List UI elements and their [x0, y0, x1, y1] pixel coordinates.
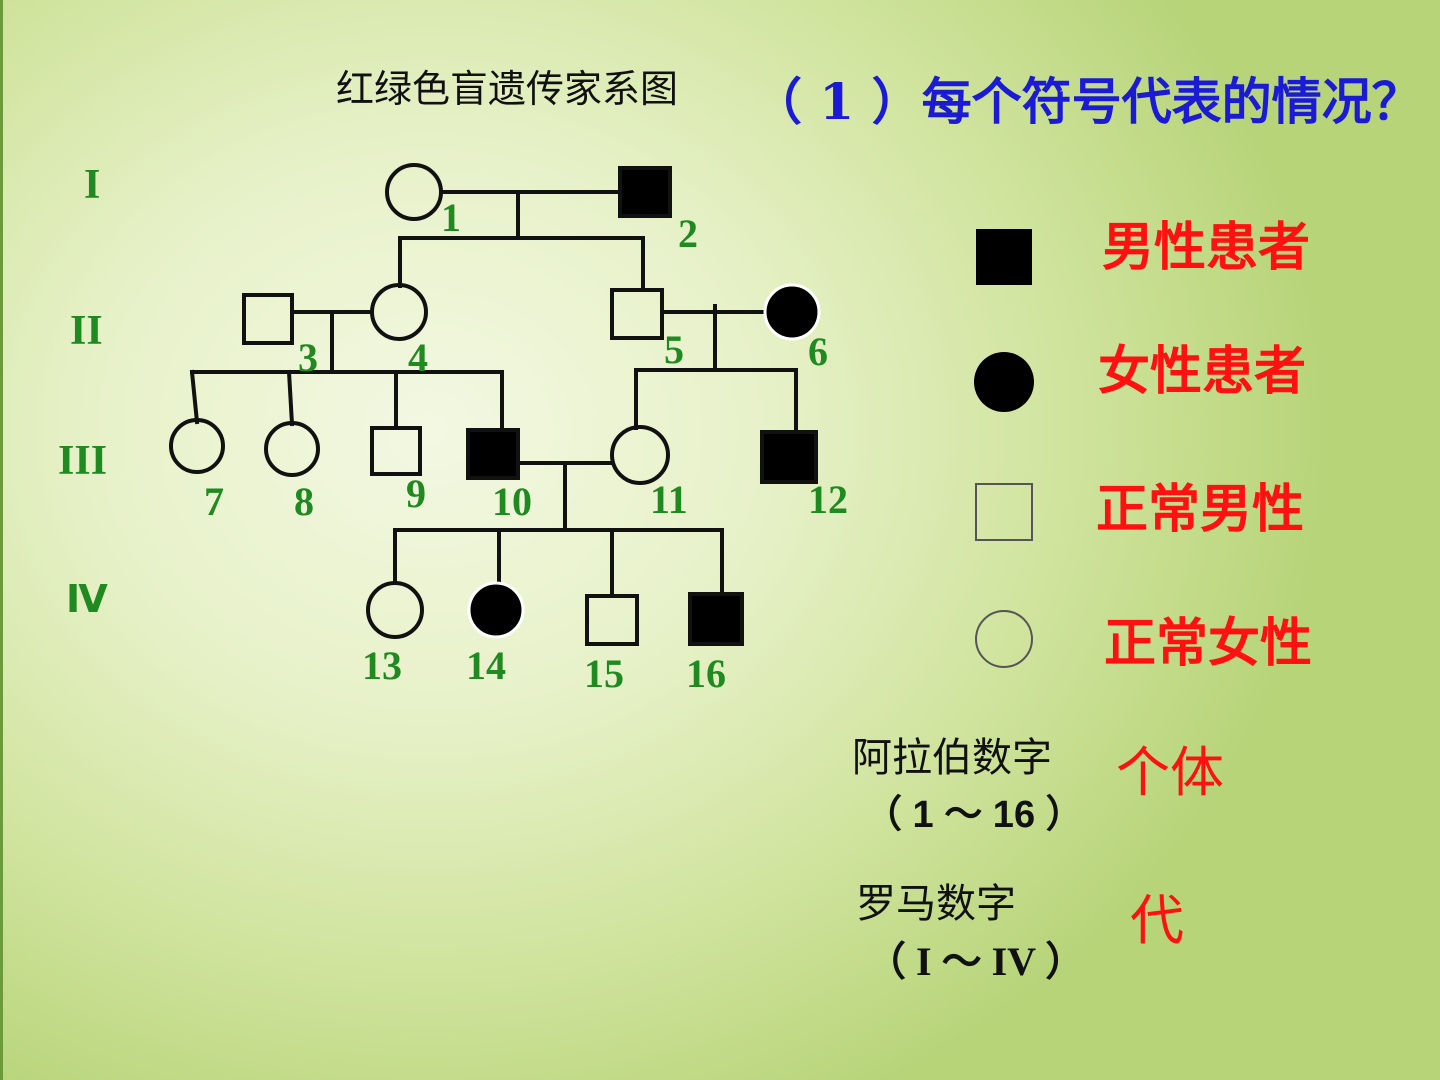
individual-9-normal-male: [370, 426, 422, 476]
individual-7-normal-female: [169, 418, 225, 474]
individual-10-affected-male: [466, 428, 520, 480]
roman-numerals-range: （ I ～ IV ）: [866, 939, 1086, 984]
individual-number-14: 14: [466, 643, 506, 688]
individual-2-affected-male: [618, 166, 672, 218]
arabic-numerals-range: （ 1 ～ 16 ）: [864, 794, 1084, 836]
individual-4-normal-female: [370, 283, 428, 341]
individual-5-normal-male: [610, 288, 664, 340]
individual-number-7: 7: [204, 479, 224, 524]
individual-12-affected-male: [760, 430, 818, 484]
individual-16-affected-male: [688, 592, 744, 646]
arabic-numerals-meaning: 个体: [1116, 741, 1224, 804]
diagram-title: 红绿色盲遗传家系图: [336, 67, 679, 111]
individual-number-2: 2: [678, 211, 698, 256]
individual-13-normal-female: [366, 581, 424, 639]
individual-14-affected-female: [467, 581, 525, 639]
individual-15-normal-male: [585, 594, 639, 646]
legend-normal-male-label: 正常男性: [1096, 480, 1305, 540]
individual-8-normal-female: [264, 421, 320, 477]
pedigree-symbols: [169, 163, 821, 646]
roman-numerals-label: 罗马数字: [856, 881, 1016, 927]
individual-number-10: 10: [492, 479, 532, 524]
individual-number-6: 6: [808, 329, 828, 374]
individual-number-9: 9: [406, 471, 426, 516]
individual-6-affected-female: [763, 283, 821, 341]
generation-label-2: II: [70, 308, 103, 354]
individual-number-3: 3: [298, 335, 318, 380]
roman-numerals-meaning: 代: [1130, 889, 1184, 952]
individual-number-15: 15: [584, 651, 624, 696]
individual-number-13: 13: [362, 643, 402, 688]
generation-label-1: I: [84, 162, 101, 208]
drop-line-8: [286, 369, 295, 427]
left-edge-line: [0, 0, 3, 1080]
generation-label-3: III: [58, 438, 108, 484]
individual-number-11: 11: [650, 477, 688, 522]
individual-number-16: 16: [686, 651, 726, 696]
legend-affected-female-symbol: [974, 352, 1034, 412]
legend-normal-female-symbol: [975, 610, 1033, 668]
legend-affected-female-label: 女性患者: [1098, 342, 1307, 402]
individual-11-normal-female: [610, 425, 670, 485]
question-heading: （ 1 ）每个符号代表的情况？: [752, 72, 1422, 131]
individual-number-1: 1: [441, 195, 461, 240]
individual-3-normal-male: [242, 293, 294, 345]
legend-affected-male-label: 男性患者: [1102, 218, 1311, 278]
legend-normal-male-symbol: [975, 483, 1033, 541]
individual-number-12: 12: [808, 477, 848, 522]
legend-normal-female-label: 正常女性: [1104, 614, 1313, 674]
individual-number-5: 5: [664, 327, 684, 372]
arabic-numerals-label: 阿拉伯数字: [852, 735, 1052, 781]
individual-number-8: 8: [294, 479, 314, 524]
legend-affected-male-symbol: [976, 229, 1032, 285]
individual-1-normal-female: [385, 163, 443, 221]
generation-label-4: Ⅳ: [66, 577, 108, 621]
pedigree-lines: [189, 190, 798, 598]
individual-number-4: 4: [408, 335, 428, 380]
drop-line-7: [189, 369, 200, 425]
